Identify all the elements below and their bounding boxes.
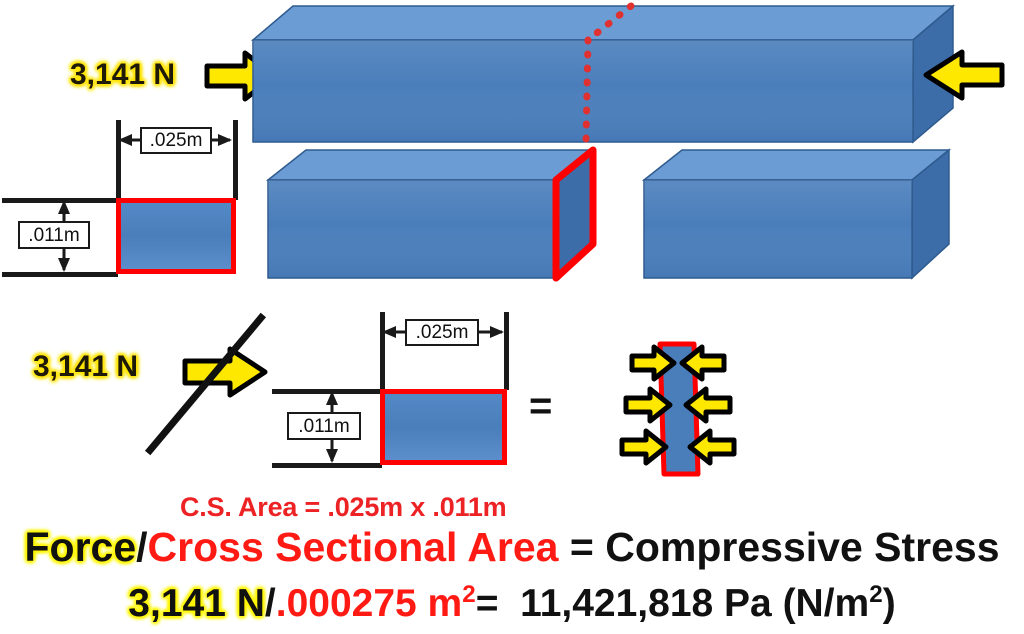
numeric-numerator: 3,141 N bbox=[128, 582, 265, 625]
formula-equals: = bbox=[569, 524, 594, 570]
force-label-top: 3,141 N bbox=[70, 58, 176, 91]
stress-formula-line: Force/Cross Sectional Area = Compressive… bbox=[0, 527, 1024, 568]
numeric-result-exponent: 2 bbox=[869, 581, 883, 608]
formula-numerator: Force bbox=[24, 524, 137, 570]
dim-extension-top-lower bbox=[272, 389, 382, 394]
beam-full bbox=[250, 2, 956, 148]
dim-extension-right-upper bbox=[233, 120, 238, 200]
numeric-denominator-exponent: 2 bbox=[462, 581, 476, 608]
formula-denominator: Cross Sectional Area bbox=[147, 524, 559, 570]
numeric-result-close: ) bbox=[882, 582, 896, 625]
dim-extension-bottom-lower bbox=[272, 463, 382, 468]
dim-label-width-upper: .025m bbox=[140, 127, 212, 154]
dim-extension-bottom-upper bbox=[2, 272, 118, 277]
dim-extension-right-lower bbox=[504, 312, 509, 390]
dim-label-height-upper: .011m bbox=[18, 221, 90, 249]
numeric-result: 11,421,818 Pa (N/m bbox=[520, 582, 870, 625]
beam-right-half bbox=[641, 146, 954, 286]
formula-slash: / bbox=[136, 524, 148, 570]
beam-left-half bbox=[265, 146, 608, 286]
dim-extension-left-lower bbox=[380, 312, 385, 390]
dim-extension-left-upper bbox=[116, 120, 121, 200]
numeric-denominator: .000275 m bbox=[275, 582, 463, 625]
stress-numeric-line: 3,141 N/.000275 m2= 11,421,818 Pa (N/m2) bbox=[0, 581, 1024, 625]
cross-section-rect-lower bbox=[380, 389, 507, 465]
equals-sign-middle: = bbox=[529, 384, 553, 428]
force-label-middle: 3,141 N bbox=[33, 350, 139, 383]
compression-arrow-left-icon bbox=[922, 48, 1005, 102]
cs-area-equation: C.S. Area = .025m x .011m bbox=[180, 492, 507, 522]
dim-label-width-lower: .025m bbox=[405, 319, 479, 346]
formula-result: Compressive Stress bbox=[605, 524, 1000, 570]
numeric-slash: / bbox=[264, 582, 276, 625]
dim-label-height-lower: .011m bbox=[287, 412, 361, 440]
numeric-equals: = bbox=[475, 582, 499, 625]
dim-extension-top-upper bbox=[2, 198, 118, 203]
cross-section-rect-upper bbox=[116, 198, 236, 274]
stress-block bbox=[596, 334, 756, 486]
